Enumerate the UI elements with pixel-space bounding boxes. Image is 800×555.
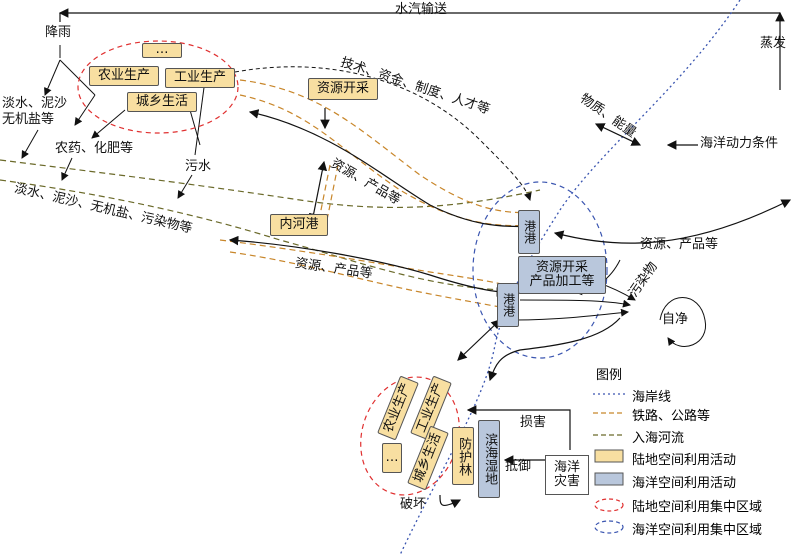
- industry-box: 工业生产: [165, 68, 235, 88]
- tech-arrow: [234, 66, 532, 201]
- land-zone-top: [77, 40, 239, 134]
- agri-box: 农业生产: [89, 66, 159, 86]
- rain-label: 降雨: [45, 25, 72, 40]
- resprod-arrow-lower: [228, 235, 507, 297]
- ocean-dynamics-label: 海洋动力条件: [700, 136, 779, 151]
- water-vapor-label: 水汽输送: [395, 2, 448, 17]
- legend-title: 图例: [596, 368, 623, 383]
- ocean-resprod-arrow: [553, 199, 792, 244]
- legend-land-zone: 陆地空间利用集中区域: [632, 500, 763, 515]
- resource-process-box: 资源开采 产品加工等: [518, 256, 606, 294]
- resource-box: 资源开采: [308, 78, 378, 100]
- freshwater-label: 淡水、泥沙 无机盐等: [2, 96, 68, 127]
- self-clean-loop: [659, 297, 706, 347]
- legend-river: 入海河流: [632, 431, 685, 446]
- destroy-arrow: [439, 494, 462, 509]
- ellipsis-box-2: …: [382, 443, 402, 473]
- land-activity-ellipsis: …: [142, 43, 182, 58]
- legend-sea-activity: 海洋空间利用活动: [632, 476, 737, 491]
- legend-land-activity: 陆地空间利用活动: [632, 453, 737, 468]
- urban-box: 城乡生活: [127, 92, 197, 112]
- resprod-arrow-upper: [248, 109, 537, 232]
- forest-box: 防护林: [452, 427, 474, 485]
- legend-sea-zone: 海洋空间利用集中区域: [632, 523, 763, 538]
- evaporation-label: 蒸发: [760, 36, 787, 51]
- hazard-box: 海洋 灾害: [545, 455, 589, 495]
- wetland-box: 滨海湿地: [478, 420, 500, 498]
- legend-rail: 铁路、公路等: [632, 409, 711, 424]
- damage-label: 损害: [520, 415, 547, 430]
- sewage-label: 污水: [185, 159, 212, 174]
- pesticide-label: 农药、化肥等: [55, 141, 134, 156]
- resprod-label-ocean: 资源、产品等: [640, 237, 719, 252]
- port-box-bottom: 港港: [497, 283, 519, 327]
- legend-coastline: 海岸线: [632, 390, 672, 405]
- inland-port-box: 内河港: [270, 214, 328, 236]
- resist-label: 抵御: [505, 459, 532, 474]
- port-box-top: 港港: [518, 210, 540, 254]
- self-clean-label: 自净: [662, 312, 689, 327]
- destroy-label: 破坏: [400, 497, 427, 512]
